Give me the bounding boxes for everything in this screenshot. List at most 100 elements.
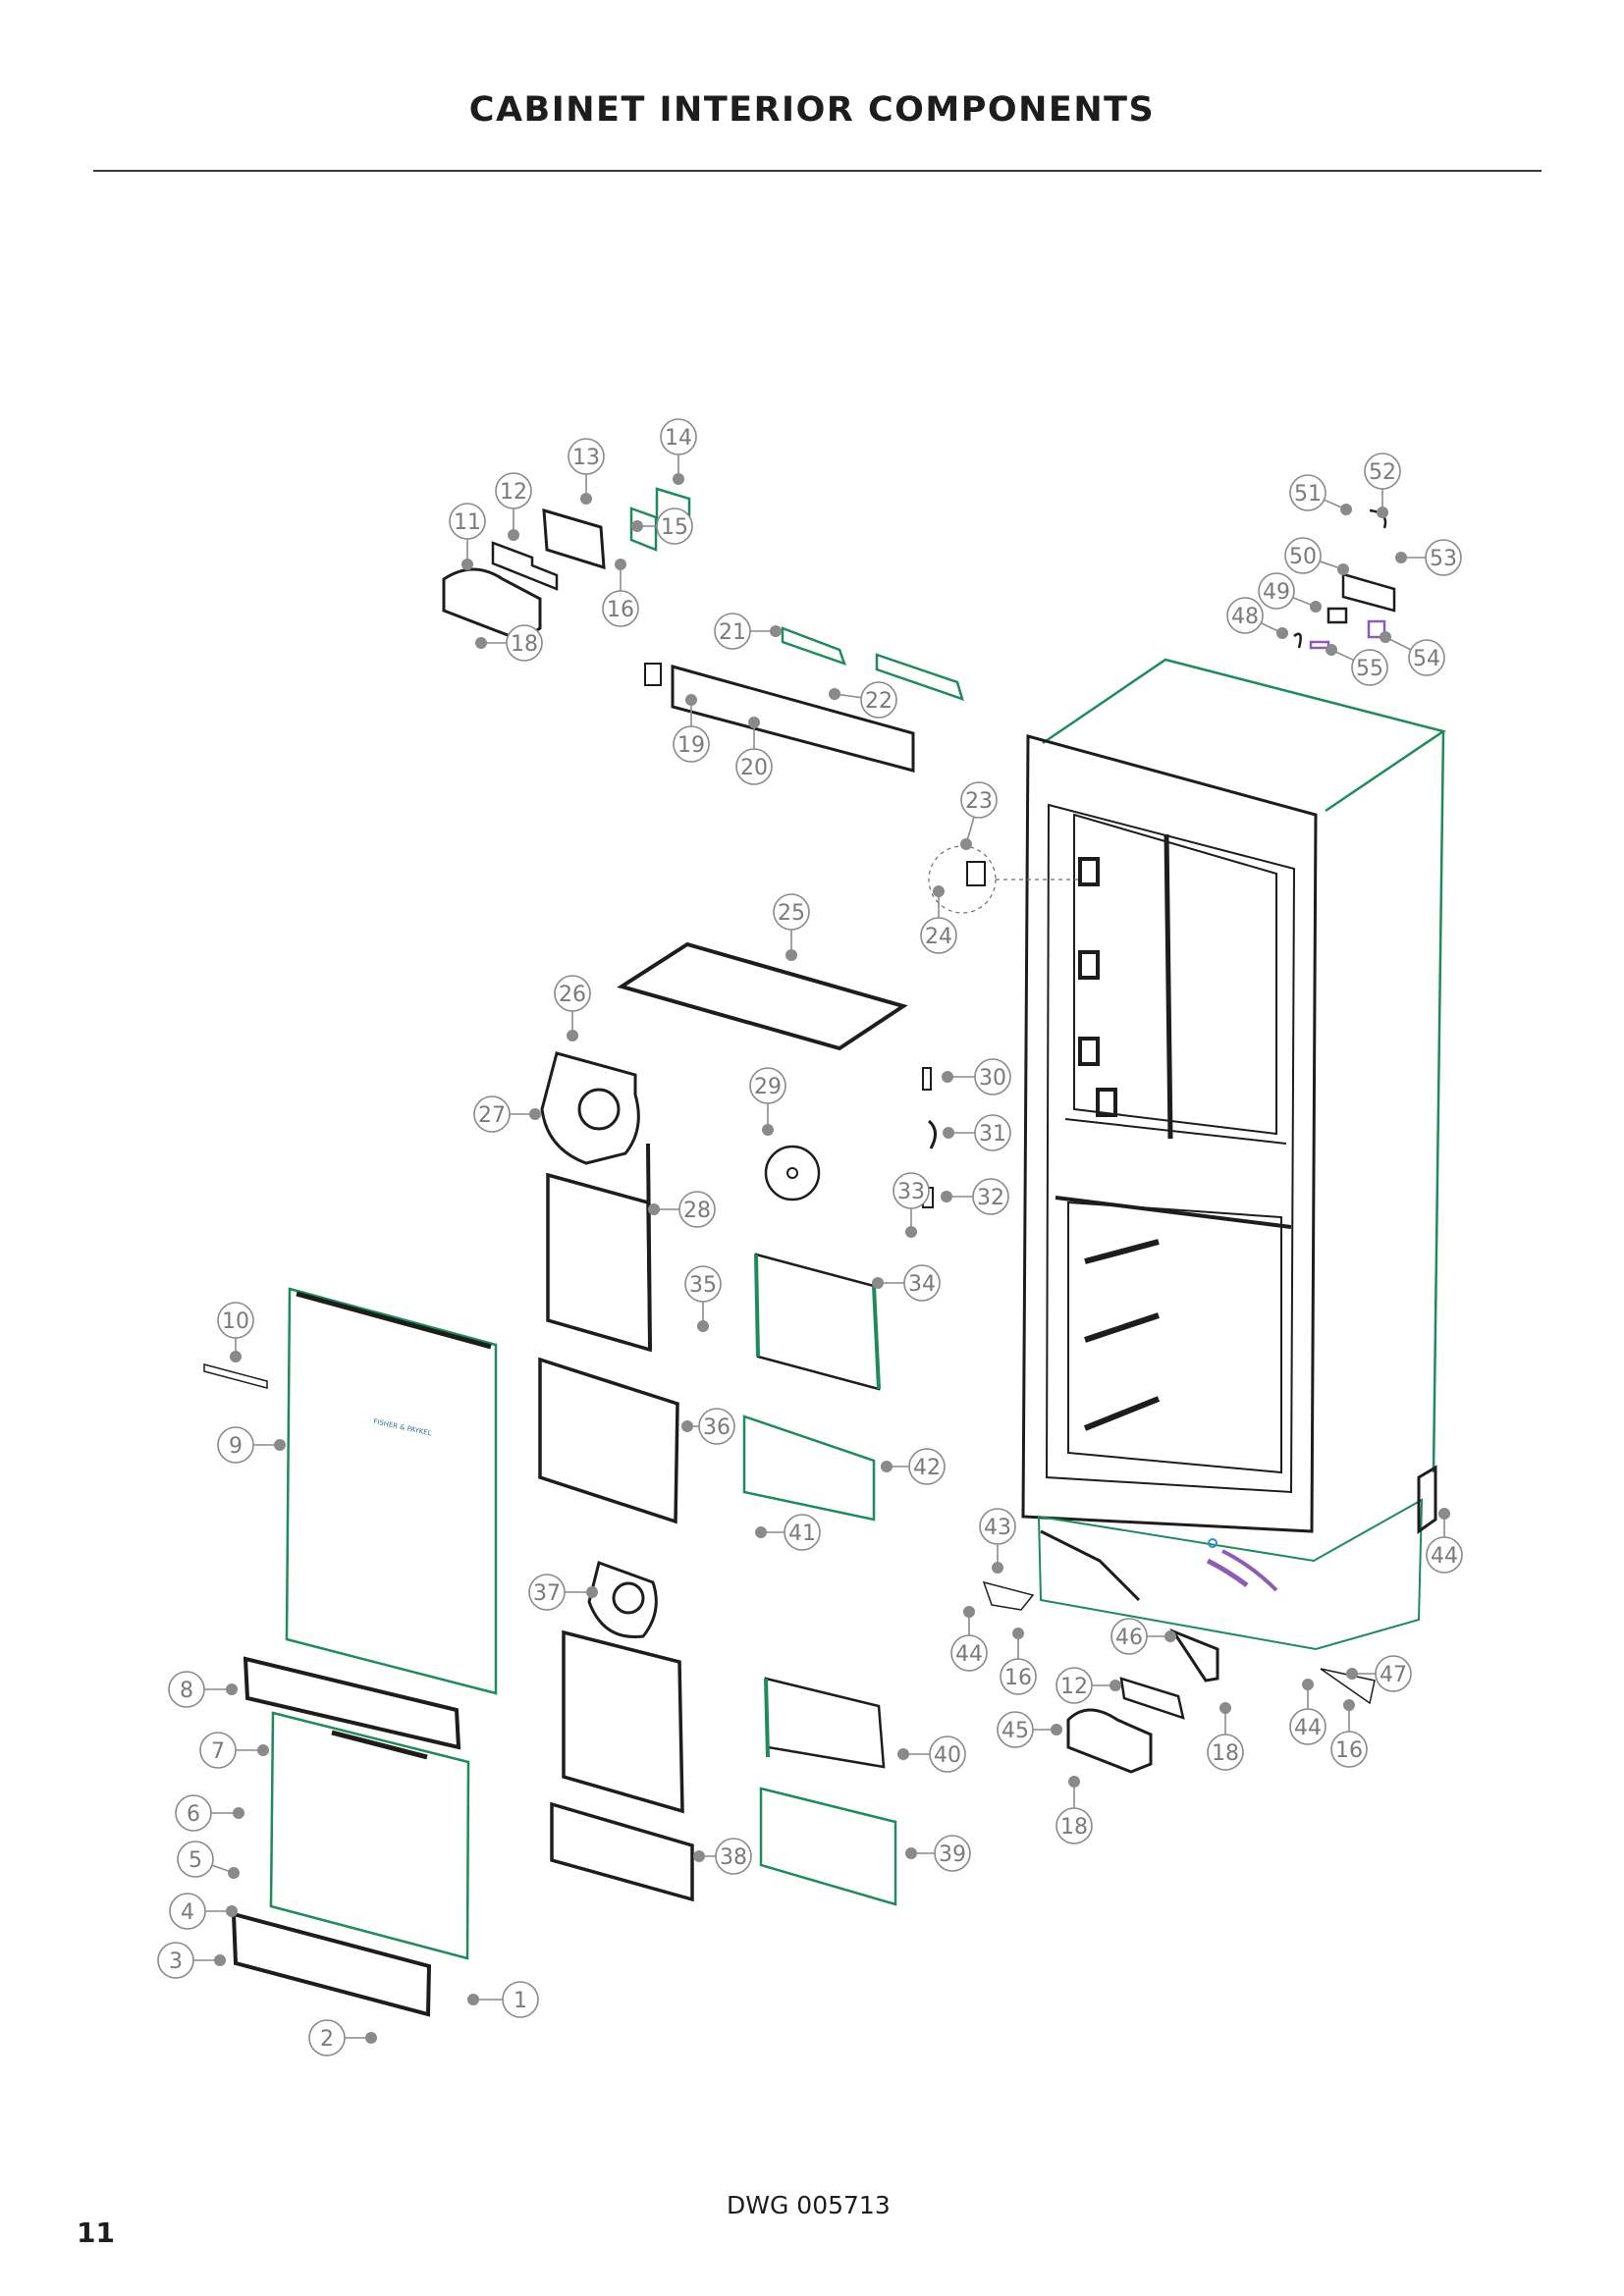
leader-dot: [770, 625, 782, 637]
leader-dot: [1110, 1680, 1121, 1691]
callout-39: 39: [905, 1835, 971, 1872]
leader-dot: [1164, 1630, 1176, 1642]
leader-dot: [1068, 1776, 1080, 1788]
callout-18b: 18: [1207, 1702, 1244, 1771]
callout-25: 25: [773, 893, 810, 961]
callout-circle: [506, 624, 543, 662]
callout-number: 54: [1413, 647, 1440, 671]
callout-circle: [1258, 572, 1295, 610]
callout-circle: [1408, 639, 1445, 676]
callout-number: 48: [1231, 605, 1259, 629]
leader-dot: [933, 885, 945, 897]
callout-circle: [715, 1838, 752, 1875]
callout-30: 30: [942, 1058, 1011, 1095]
callout-circle: [1110, 1618, 1148, 1655]
callout-number: 19: [677, 733, 705, 758]
title-divider: [93, 170, 1542, 172]
callout-number: 1: [514, 1989, 527, 2013]
callout-circle: [449, 503, 486, 540]
callout-32: 32: [941, 1178, 1009, 1215]
callout-circle: [660, 418, 697, 455]
callout-46: 46: [1110, 1618, 1176, 1655]
leader-dot: [228, 1867, 240, 1879]
callout-circle: [502, 1981, 539, 2018]
leader-dot: [992, 1562, 1003, 1574]
callout-number: 42: [913, 1456, 941, 1480]
callout-26: 26: [554, 975, 591, 1041]
callout-circle: [929, 1735, 966, 1773]
leader-dot: [748, 717, 760, 728]
leader-dot: [673, 473, 684, 485]
callout-number: 33: [897, 1180, 925, 1204]
callout-number: 39: [939, 1842, 966, 1867]
callout-circle: [974, 1058, 1011, 1095]
callout-circle: [175, 1794, 212, 1832]
callout-36: 36: [681, 1408, 735, 1445]
callout-number: 14: [665, 426, 692, 451]
leader-dot: [214, 1954, 226, 1966]
callout-circle: [1289, 474, 1326, 511]
callout-circle: [908, 1448, 946, 1485]
leader-dot: [226, 1683, 238, 1695]
callout-number: 16: [1004, 1666, 1032, 1690]
callout-circle: [673, 725, 710, 763]
brand-label: FISHER & PAYKEL: [373, 1417, 433, 1437]
callout-48: 48: [1226, 597, 1288, 639]
callout-number: 15: [661, 515, 688, 540]
callout-markers: 1234567891011121314151618192021222324252…: [157, 418, 1463, 2056]
callout-number: 44: [1294, 1716, 1322, 1740]
leader-dot: [586, 1586, 598, 1598]
callout-44c: 44: [1289, 1679, 1326, 1745]
callout-number: 44: [1431, 1544, 1458, 1569]
callout-circle: [698, 1408, 735, 1445]
callout-14: 14: [660, 418, 697, 485]
leader-dot: [648, 1203, 660, 1215]
callout-2: 2: [308, 2019, 377, 2056]
callout-circle: [903, 1264, 941, 1302]
callout-number: 53: [1430, 547, 1457, 571]
leader-dot: [762, 1124, 774, 1136]
callout-38: 38: [693, 1838, 752, 1875]
leader-dot: [905, 1847, 917, 1859]
callout-15: 15: [631, 507, 693, 545]
leader-dot: [963, 1606, 975, 1618]
callout-27: 27: [473, 1095, 541, 1133]
callout-circle: [169, 1893, 206, 1930]
callout-circle: [1351, 649, 1388, 686]
callout-circle: [1056, 1807, 1093, 1844]
callout-circle: [974, 1114, 1011, 1151]
callout-circle: [308, 2019, 346, 2056]
callout-circle: [934, 1835, 971, 1872]
callout-47: 47: [1346, 1655, 1412, 1692]
callout-circle: [1364, 453, 1401, 490]
callout-34: 34: [872, 1264, 941, 1302]
callout-circle: [528, 1574, 566, 1611]
callout-circle: [168, 1671, 205, 1708]
callout-number: 7: [211, 1739, 225, 1764]
callout-number: 10: [222, 1309, 249, 1334]
leader-dot: [943, 1127, 954, 1139]
callout-number: 26: [559, 983, 586, 1007]
bottom-right-components: [982, 1580, 1376, 1774]
callout-number: 38: [720, 1845, 747, 1870]
leader-dot: [615, 559, 626, 570]
callout-45: 45: [997, 1711, 1062, 1748]
leader-dot: [580, 493, 592, 505]
callout-number: 55: [1356, 657, 1383, 681]
leader-dot: [467, 1994, 479, 2005]
callout-31: 31: [943, 1114, 1011, 1151]
callout-number: 25: [778, 901, 805, 926]
callout-circle: [656, 507, 693, 545]
callout-circle: [1289, 1708, 1326, 1745]
callout-circle: [684, 1265, 722, 1303]
callout-number: 11: [454, 510, 481, 535]
leader-dot: [1346, 1668, 1358, 1680]
callout-circle: [217, 1302, 254, 1339]
callout-circle: [554, 975, 591, 1012]
callout-8: 8: [168, 1671, 238, 1708]
callout-16c: 16: [1330, 1699, 1368, 1768]
callout-circle: [714, 613, 751, 650]
callout-9: 9: [217, 1426, 286, 1464]
callout-number: 45: [1001, 1719, 1029, 1743]
